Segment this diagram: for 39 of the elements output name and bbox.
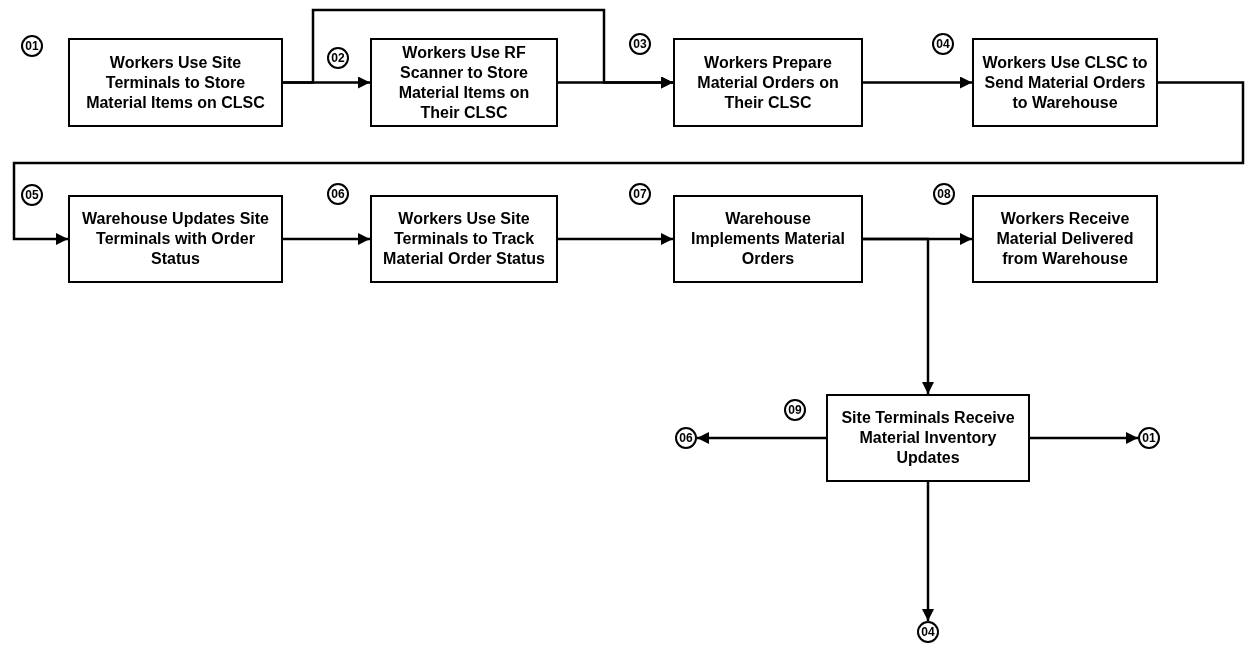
step-label: 04 xyxy=(936,37,950,51)
arrow xyxy=(558,76,673,89)
process-box xyxy=(972,38,1158,127)
step-label: 04 xyxy=(921,625,935,639)
step-label: Site Terminals Receive Material Inventory Updates xyxy=(840,408,1016,468)
process-box xyxy=(826,394,1030,482)
step-label: 07 xyxy=(633,187,647,201)
step-label: 03 xyxy=(633,37,647,51)
arrow xyxy=(558,233,673,245)
step-label: 02 xyxy=(331,51,345,65)
step-label: Warehouse Updates Site Terminals with Order Status xyxy=(81,209,270,269)
step-label: Workers Use RF Scanner to Store Material Items on Their CLSC xyxy=(397,42,531,123)
step-label: Workers Use CLSC to Send Material Orders to Warehouse xyxy=(981,52,1149,113)
arrow xyxy=(922,482,934,621)
process-box xyxy=(370,195,558,283)
arrow xyxy=(1030,432,1138,444)
step-label: 08 xyxy=(937,187,951,201)
step-label: 05 xyxy=(25,188,39,202)
step-label: Workers Use Site Terminals to Store Material Items on CLSC xyxy=(85,52,266,113)
process-box xyxy=(673,38,863,127)
arrow xyxy=(863,237,934,394)
process-box xyxy=(68,38,283,127)
arrow xyxy=(283,233,370,245)
step-label: 01 xyxy=(1142,431,1156,445)
step-label: 06 xyxy=(679,431,693,445)
arrow xyxy=(697,432,826,444)
process-box xyxy=(972,195,1158,283)
arrow xyxy=(863,76,972,89)
step-label: 01 xyxy=(25,39,39,53)
step-label: Warehouse Implements Material Orders xyxy=(690,209,846,269)
step-label: Workers Prepare Material Orders on Their CLSC xyxy=(696,52,840,113)
step-label: Workers Use Site Terminals to Track Material Order Status xyxy=(382,209,546,269)
process-box xyxy=(370,38,558,127)
process-box xyxy=(673,195,863,283)
step-label: 09 xyxy=(788,403,802,417)
step-label: 06 xyxy=(331,187,345,201)
step-label: Workers Receive Material Delivered from Warehouse xyxy=(995,209,1135,269)
arrow xyxy=(12,81,1245,245)
process-box xyxy=(68,195,283,283)
